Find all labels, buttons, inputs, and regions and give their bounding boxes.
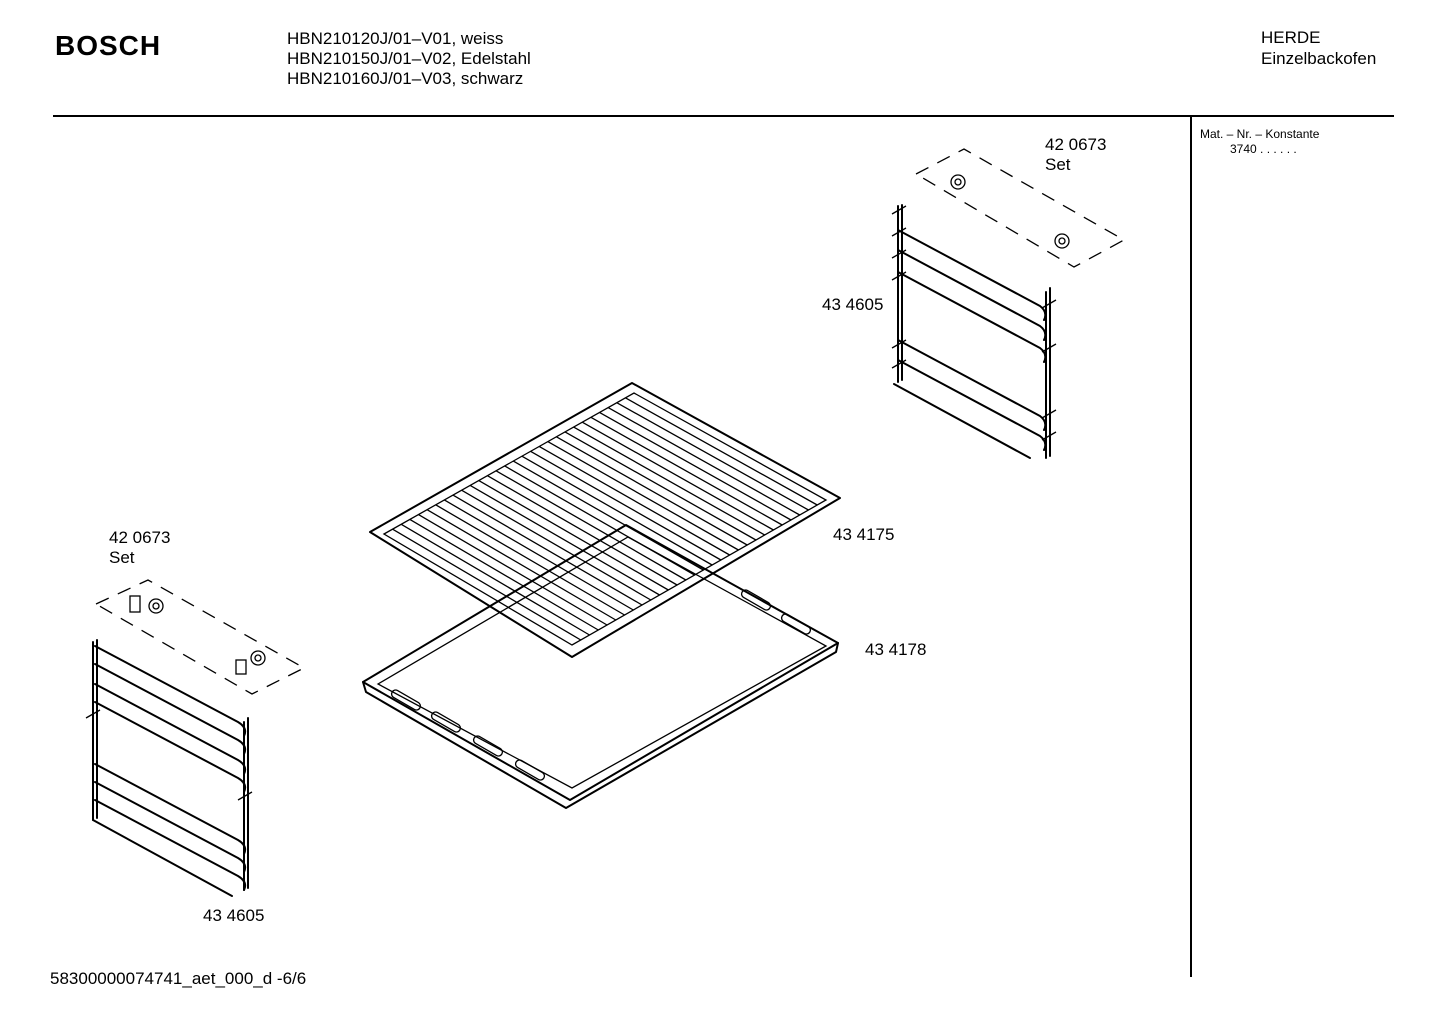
document-id: 58300000074741_aet_000_d (50, 969, 273, 988)
grid-rack-callout: 43 4175 (833, 525, 895, 544)
tray-slot (780, 613, 812, 635)
rack-bar (581, 421, 774, 531)
rack-bar (426, 509, 617, 621)
rack-bar (556, 436, 748, 546)
header-divider (53, 115, 1394, 117)
rack-bar (461, 489, 652, 601)
rack-bar (538, 445, 730, 556)
rack-bar (616, 402, 809, 511)
model-list: HBN210120J/01–V01, weiss HBN210150J/01–V… (287, 29, 531, 89)
tray-slot (740, 589, 772, 611)
rack-bar (625, 397, 818, 506)
side-divider (1190, 117, 1192, 977)
rack-bar (469, 484, 660, 596)
set-left-callout: 42 0673 Set (109, 528, 170, 568)
rack-bar (400, 523, 590, 636)
model-line: HBN210120J/01–V01, weiss (287, 29, 504, 48)
document-footer: 58300000074741_aet_000_d -6/6 (50, 969, 306, 989)
rack-bar (435, 504, 625, 616)
rack-bar (530, 450, 722, 561)
set-left-part (94, 579, 306, 695)
set-top-callout: 42 0673 Set (1045, 135, 1106, 175)
grid-rack-part (369, 382, 841, 658)
set-top-part (914, 148, 1126, 268)
material-constant-heading: Mat. – Nr. – Konstante (1200, 127, 1320, 141)
part-label: Set (1045, 155, 1071, 174)
rack-bar (512, 460, 704, 571)
rack-bar (607, 407, 801, 516)
tray-slot (390, 689, 422, 711)
category-block: HERDE Einzelbackofen (1261, 27, 1376, 69)
model-line: HBN210160J/01–V03, schwarz (287, 69, 524, 88)
baking-tray-part (362, 524, 839, 809)
page-indicator: -6/6 (276, 969, 307, 988)
part-number: 42 0673 (109, 528, 171, 547)
rack-bar (392, 528, 582, 641)
category-title: HERDE (1261, 28, 1321, 47)
rails-top-part (891, 204, 1057, 459)
rack-bar (418, 513, 608, 626)
part-label: Set (109, 548, 135, 567)
brand-logo: BOSCH (55, 30, 162, 61)
rack-bar (547, 441, 739, 551)
tray-slot (472, 735, 504, 757)
baking-tray-callout: 43 4178 (865, 640, 927, 659)
subcategory-title: Einzelbackofen (1261, 49, 1377, 68)
tray-slot (514, 759, 546, 781)
rack-bar (452, 494, 643, 606)
rack-bar (521, 455, 713, 566)
rack-bar (444, 499, 634, 611)
rack-bar (564, 431, 757, 541)
rack-bar (590, 416, 783, 526)
material-constant-value: 3740 . . . . . . (1230, 142, 1297, 156)
rack-bar (495, 470, 687, 581)
rack-bar (599, 411, 792, 521)
rails-left-part (85, 639, 253, 897)
rack-bar (478, 479, 669, 591)
model-line: HBN210150J/01–V02, Edelstahl (287, 49, 531, 68)
rails-top-callout: 43 4605 (822, 295, 884, 314)
material-constant-panel: Mat. – Nr. – Konstante 3740 . . . . . . (1200, 127, 1319, 157)
rails-left-callout: 43 4605 (203, 906, 265, 925)
rack-bar (487, 475, 678, 586)
tray-slot (430, 711, 462, 733)
part-number: 42 0673 (1045, 135, 1107, 154)
rack-bar (573, 426, 766, 536)
rack-bar (409, 518, 599, 631)
